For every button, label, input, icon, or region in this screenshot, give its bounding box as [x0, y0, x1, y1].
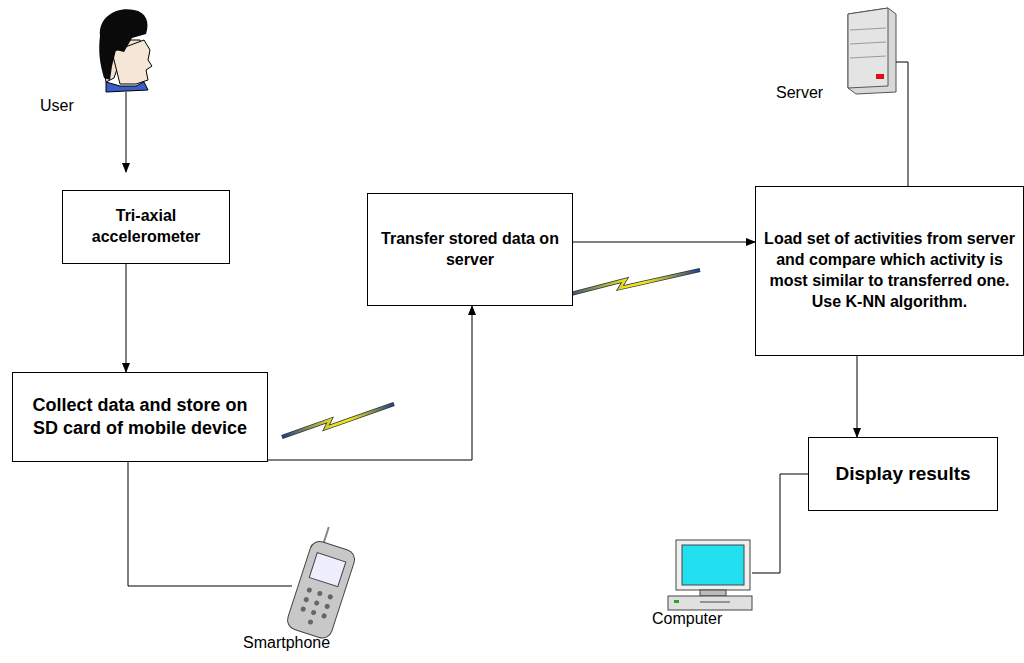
flow-arrow [268, 306, 472, 460]
wireless-bolt [563, 270, 700, 296]
box-text: Transfer stored data on server [376, 229, 564, 271]
wireless-bolt [282, 404, 394, 437]
process-box: Display results [808, 437, 998, 511]
flow-arrow [126, 264, 127, 372]
icon-label: Server [776, 84, 823, 102]
computer-wire [752, 474, 808, 573]
process-box: Collect data and store on SD card of mob… [12, 372, 268, 462]
smartphone-icon [285, 524, 362, 641]
user-icon [99, 9, 152, 92]
icon-label: Computer [652, 610, 722, 628]
icon-label: Smartphone [243, 634, 330, 652]
box-text: Display results [835, 462, 970, 487]
user-arrow [126, 92, 127, 172]
computer-icon [668, 540, 752, 610]
box-text: Collect data and store on SD card of mob… [21, 394, 259, 441]
process-box: Tri-axial accelerometer [62, 190, 230, 264]
box-text: Tri-axial accelerometer [71, 206, 221, 248]
icon-label: User [40, 97, 74, 115]
box-text: Load set of activities from server and c… [764, 229, 1015, 312]
server-wire [896, 62, 908, 186]
phone-wire [128, 462, 292, 586]
process-box: Transfer stored data on server [367, 193, 573, 306]
flow-arrow [857, 356, 858, 437]
process-box: Load set of activities from server and c… [755, 186, 1024, 356]
server-icon [848, 8, 896, 94]
